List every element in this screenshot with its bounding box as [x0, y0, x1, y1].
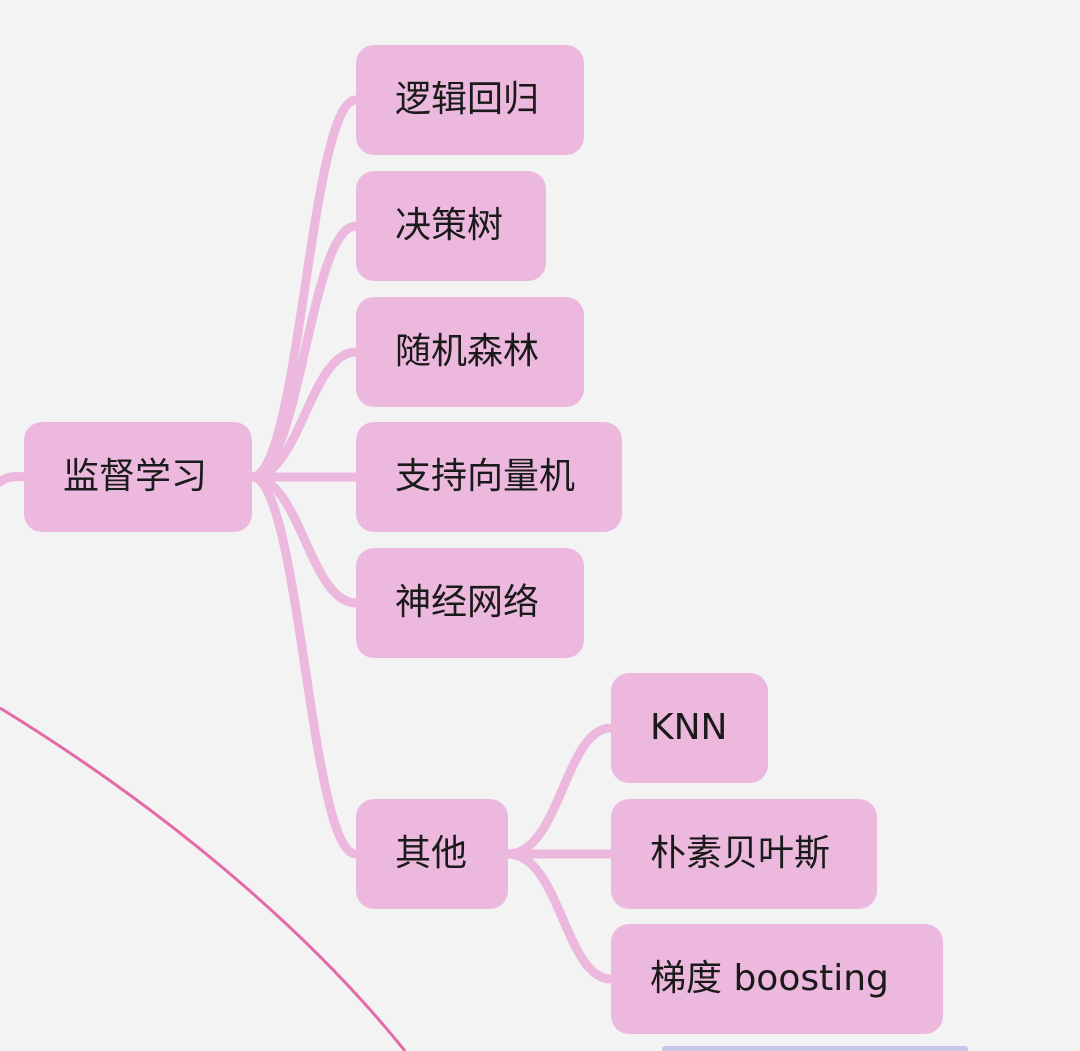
node-neural-network[interactable]: 神经网络 — [356, 548, 584, 658]
node-label: 支持向量机 — [395, 456, 576, 497]
node-svm[interactable]: 支持向量机 — [356, 422, 622, 532]
node-label: 逻辑回归 — [395, 79, 540, 120]
node-logistic-regression[interactable]: 逻辑回归 — [356, 45, 584, 155]
node-label: 其他 — [395, 833, 468, 874]
node-label: 监督学习 — [63, 456, 208, 497]
node-label: KNN — [650, 707, 728, 748]
branch-incoming-root — [0, 472, 29, 487]
node-supervised-learning[interactable]: 监督学习 — [24, 422, 252, 532]
node-knn[interactable]: KNN — [611, 673, 768, 783]
branch-root-to-child-3 — [247, 347, 361, 482]
branch-other-to-gradient-boosting — [503, 849, 616, 984]
offscreen-node-edge — [662, 1046, 968, 1051]
node-label: 朴素贝叶斯 — [650, 833, 831, 874]
accent-curve — [0, 706, 407, 1051]
branch-root-to-child-5 — [247, 472, 361, 608]
node-random-forest[interactable]: 随机森林 — [356, 297, 584, 407]
node-label: 神经网络 — [395, 582, 540, 623]
node-other[interactable]: 其他 — [356, 799, 508, 909]
node-gradient-boosting[interactable]: 梯度 boosting — [611, 924, 943, 1034]
node-label: 梯度 boosting — [650, 958, 889, 999]
node-decision-tree[interactable]: 决策树 — [356, 171, 546, 281]
branch-root-to-child-6 — [247, 472, 361, 859]
branch-other-to-knn — [503, 723, 616, 859]
node-label: 随机森林 — [395, 331, 540, 372]
branch-root-to-child-2 — [247, 221, 361, 482]
node-label: 决策树 — [395, 205, 504, 246]
node-naive-bayes[interactable]: 朴素贝叶斯 — [611, 799, 877, 909]
